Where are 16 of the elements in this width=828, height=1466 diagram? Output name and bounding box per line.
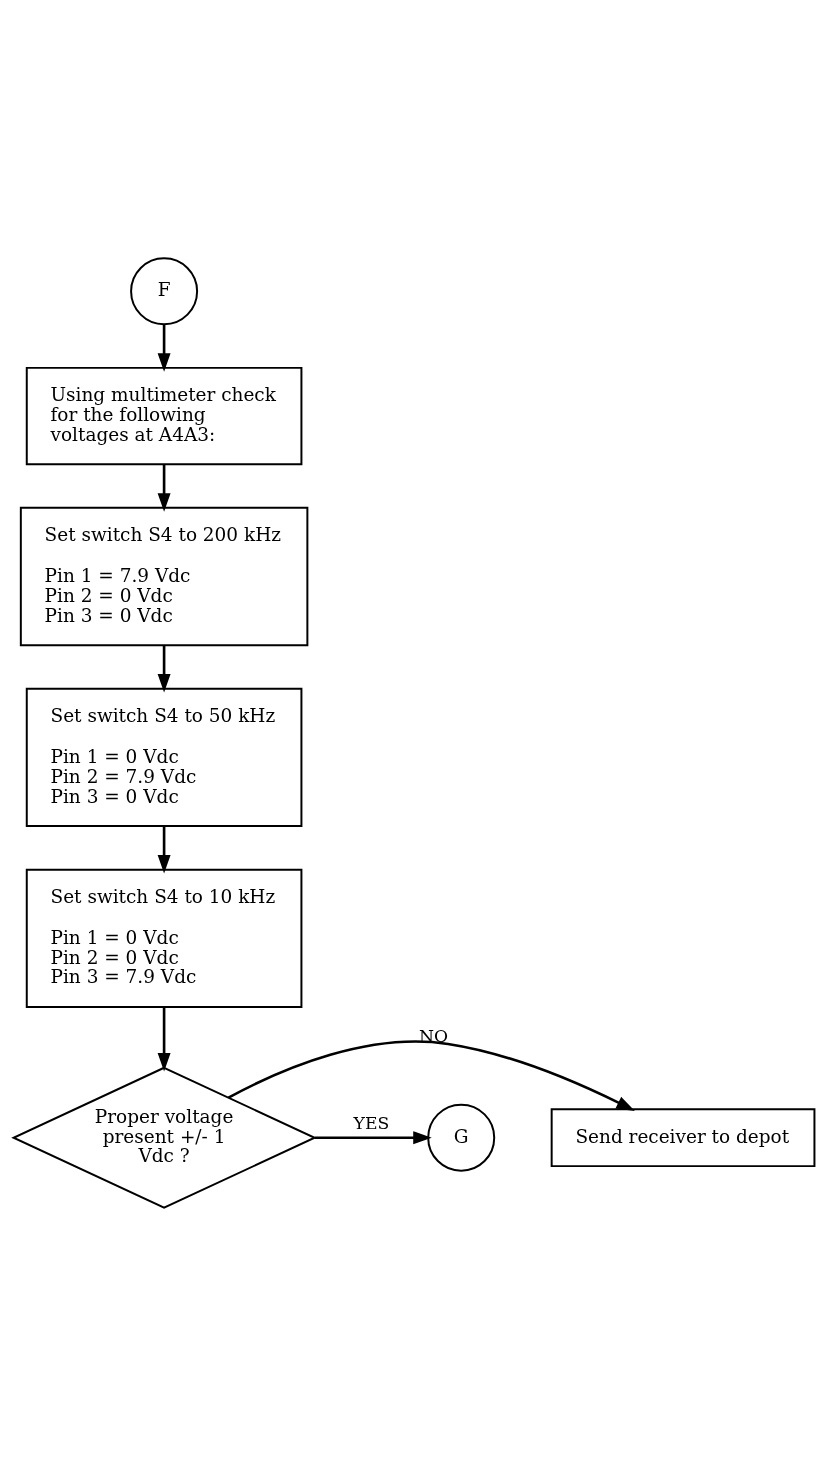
arrow xyxy=(157,645,171,693)
arrow xyxy=(157,464,171,512)
node-box: Set switch S4 to 50 kHz Pin 1 = 0 Vdc Pin 2 = 7.9 Vdc Pin 3 = 0 Vdc xyxy=(25,687,303,828)
node-diamond: Proper voltage present +/- 1 Vdc ? xyxy=(11,1066,317,1209)
arrow xyxy=(227,1040,635,1111)
arrow xyxy=(157,1007,171,1072)
node-box: Set switch S4 to 10 kHz Pin 1 = 0 Vdc Pin 2 = 0 Vdc Pin 3 = 7.9 Vdc xyxy=(25,868,303,1008)
arrow xyxy=(157,826,171,874)
node-circle: G xyxy=(427,1103,496,1172)
edge-label: YES xyxy=(353,1113,390,1134)
node-box: Send receiver to depot xyxy=(550,1108,816,1168)
node-circle: F xyxy=(130,257,199,326)
arrow xyxy=(157,324,171,372)
arrow xyxy=(314,1131,432,1145)
node-box: Set switch S4 to 200 kHz Pin 1 = 7.9 Vdc Pin 2 = 0 Vdc Pin 3 = 0 Vdc xyxy=(19,506,309,647)
node-box: Using multimeter check for the following voltages at A4A3: xyxy=(25,366,303,466)
